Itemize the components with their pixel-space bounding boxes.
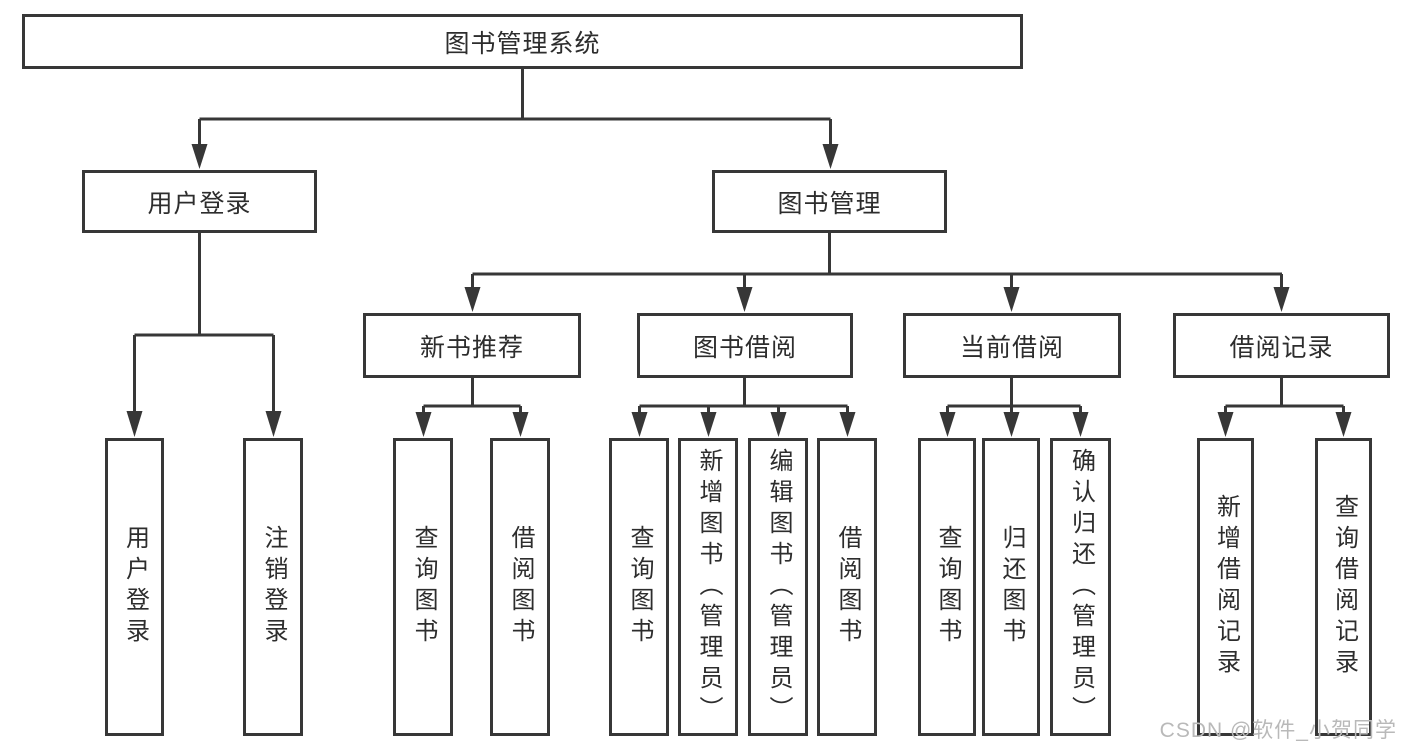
connector-book-borrowing-to-children bbox=[638, 378, 849, 414]
leaf-label: 借阅图书 bbox=[834, 525, 861, 649]
node-new-book-recommend: 新书推荐 bbox=[363, 313, 581, 378]
arrowhead-leaf-9 bbox=[1003, 412, 1020, 437]
node-label: 借阅记录 bbox=[1229, 333, 1334, 362]
arrowhead-leaf-8 bbox=[939, 412, 956, 437]
leaf-label: 借阅图书 bbox=[507, 525, 534, 649]
leaf-label: 归还图书 bbox=[998, 525, 1025, 649]
leaf-query-books-current: 查询图书 bbox=[918, 438, 976, 736]
leaf-borrow-books-recommend: 借阅图书 bbox=[490, 438, 550, 736]
leaf-add-borrowing-record: 新增借阅记录 bbox=[1197, 438, 1254, 736]
leaf-label: 确认归还（管理员） bbox=[1067, 447, 1095, 727]
leaf-label: 用户登录 bbox=[121, 525, 149, 649]
arrowhead-leaf-7 bbox=[839, 412, 856, 437]
arrowhead-to-book-borrowing bbox=[736, 287, 753, 312]
connector-current-borrowing-to-children bbox=[946, 378, 1082, 414]
leaf-query-books-recommend: 查询图书 bbox=[393, 438, 453, 736]
leaf-add-books-admin: 新增图书（管理员） bbox=[678, 438, 738, 736]
leaf-label: 查询图书 bbox=[410, 525, 437, 649]
arrowhead-leaf-12 bbox=[1335, 412, 1352, 437]
node-label: 图书管理系统 bbox=[444, 29, 601, 58]
arrowhead-leaf-11 bbox=[1217, 412, 1234, 437]
arrowhead-leaf-4 bbox=[631, 412, 648, 437]
node-label: 图书管理 bbox=[777, 189, 882, 218]
arrowhead-to-current-borrowing bbox=[1003, 287, 1020, 312]
arrowhead-to-logout-leaf bbox=[265, 411, 282, 437]
leaf-label: 新增图书（管理员） bbox=[695, 447, 722, 727]
leaf-edit-books-admin: 编辑图书（管理员） bbox=[748, 438, 808, 736]
node-label: 当前借阅 bbox=[959, 333, 1064, 362]
node-book-management: 图书管理 bbox=[712, 170, 947, 233]
connector-root-to-level2 bbox=[198, 69, 832, 146]
leaf-confirm-return-admin: 确认归还（管理员） bbox=[1050, 438, 1111, 736]
arrowhead-to-book-mgmt bbox=[822, 144, 839, 169]
node-label: 用户登录 bbox=[147, 189, 252, 218]
leaf-label: 注销登录 bbox=[260, 525, 287, 649]
csdn-watermark: CSDN @软件_小贺同学 bbox=[1159, 719, 1397, 742]
leaf-label: 新增借阅记录 bbox=[1212, 494, 1240, 680]
node-user-login: 用户登录 bbox=[82, 170, 317, 233]
leaf-return-books: 归还图书 bbox=[982, 438, 1040, 736]
node-label: 新书推荐 bbox=[419, 333, 524, 362]
connector-user-login-to-children bbox=[133, 233, 275, 412]
arrowhead-leaf-3 bbox=[512, 412, 529, 437]
node-current-borrowing: 当前借阅 bbox=[903, 313, 1121, 378]
connector-borrowing-records-to-children bbox=[1224, 378, 1345, 414]
leaf-label: 查询借阅记录 bbox=[1330, 494, 1358, 680]
arrowhead-leaf-2 bbox=[415, 412, 432, 437]
arrowhead-leaf-5 bbox=[700, 412, 717, 437]
leaf-query-borrowing-record: 查询借阅记录 bbox=[1315, 438, 1372, 736]
node-borrowing-records: 借阅记录 bbox=[1173, 313, 1390, 378]
arrowhead-to-user-login-leaf bbox=[126, 411, 143, 437]
leaf-borrow-books: 借阅图书 bbox=[817, 438, 877, 736]
leaf-logout: 注销登录 bbox=[243, 438, 303, 736]
leaf-label: 编辑图书（管理员） bbox=[765, 447, 792, 727]
node-library-management-system: 图书管理系统 bbox=[22, 14, 1023, 69]
arrowhead-to-user-login bbox=[191, 144, 208, 169]
arrowhead-to-borrowing-records bbox=[1273, 287, 1290, 312]
node-label: 图书借阅 bbox=[692, 333, 797, 362]
connector-new-book-to-children bbox=[422, 378, 522, 414]
leaf-query-books-borrowing: 查询图书 bbox=[609, 438, 669, 736]
arrowhead-to-new-book bbox=[464, 287, 481, 312]
connector-book-mgmt-to-level3 bbox=[471, 233, 1283, 289]
leaf-label: 查询图书 bbox=[934, 525, 961, 649]
leaf-label: 查询图书 bbox=[626, 525, 653, 649]
leaf-user-login: 用户登录 bbox=[105, 438, 164, 736]
arrowhead-leaf-10 bbox=[1072, 412, 1089, 437]
node-book-borrowing: 图书借阅 bbox=[637, 313, 853, 378]
arrowhead-leaf-6 bbox=[770, 412, 787, 437]
